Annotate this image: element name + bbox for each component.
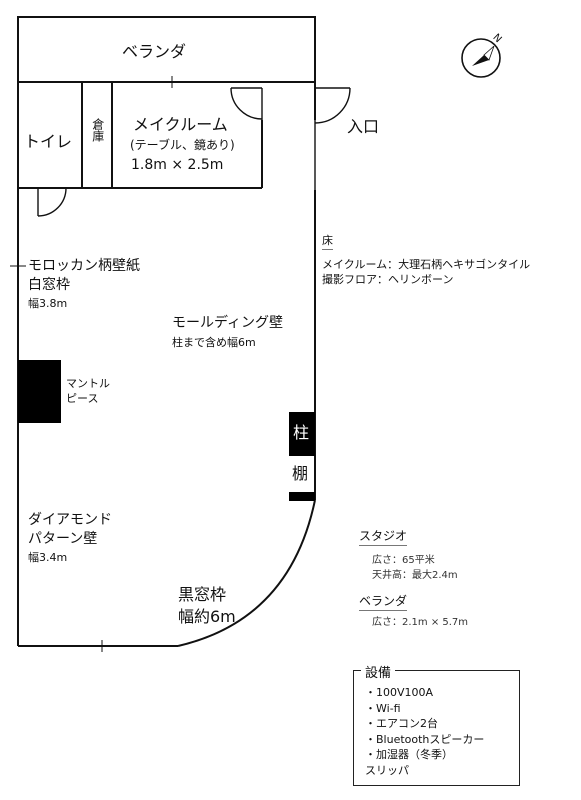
black-window-label: 黒窓枠 bbox=[178, 585, 227, 604]
equipment-heading: 設備 bbox=[361, 662, 396, 681]
equipment-item: ・エアコン2台 bbox=[365, 717, 438, 730]
makeup-room-name: メイクルーム bbox=[133, 115, 228, 134]
equipment-item: ・100V100A bbox=[365, 686, 434, 699]
diamond-wall-label-2: パターン壁 bbox=[28, 531, 98, 547]
veranda-info-area: 広さ：2.1m × 5.7m bbox=[372, 617, 469, 628]
equipment-item: ・加湿器（冬季） bbox=[365, 748, 453, 761]
makeup-room-note: (テーブル、鏡あり) bbox=[130, 138, 235, 152]
equipment-item: ・Wi-fi bbox=[365, 701, 401, 715]
studio-ceiling: 天井高：最大2.4m bbox=[372, 570, 458, 581]
moroccan-wall-label: モロッカン柄壁紙 bbox=[28, 258, 140, 274]
compass-icon bbox=[461, 38, 501, 78]
makeup-door-swing bbox=[230, 87, 263, 120]
equipment-list: ・100V100A ・Wi-fi ・エアコン2台 ・Bluetoothスピーカー… bbox=[365, 685, 484, 778]
black-window-curve bbox=[177, 499, 316, 647]
entrance-door-swing bbox=[314, 87, 351, 124]
diamond-wall-width: 幅3.4m bbox=[28, 551, 68, 564]
toilet-door-swing bbox=[37, 187, 67, 217]
molding-wall-note: 柱まで含め幅6m bbox=[172, 336, 256, 349]
toilet-label: トイレ bbox=[24, 132, 73, 151]
veranda-info-heading: ベランダ bbox=[359, 594, 408, 611]
storage-label: 倉庫 bbox=[90, 118, 105, 142]
makeup-room-size: 1.8m × 2.5m bbox=[131, 157, 224, 173]
black-window-width: 幅約6m bbox=[178, 607, 236, 626]
equipment-item: スリッパ bbox=[365, 763, 409, 777]
pillar bbox=[289, 412, 315, 456]
studio-area: 広さ：65平米 bbox=[372, 555, 435, 566]
studio-heading: スタジオ bbox=[359, 529, 408, 546]
veranda-label: ベランダ bbox=[122, 42, 187, 61]
floor-heading: 床 bbox=[322, 234, 333, 250]
pillar-label: 柱 bbox=[293, 423, 310, 442]
molding-wall-label: モールディング壁 bbox=[172, 315, 284, 331]
mantel-label-line2: ピース bbox=[66, 392, 99, 405]
veranda-outline bbox=[17, 16, 316, 83]
moroccan-window-label: 白窓枠 bbox=[28, 277, 70, 293]
entrance-label: 入口 bbox=[347, 117, 380, 136]
mantel-label-line1: マントル bbox=[66, 377, 110, 390]
floor-shoot-area: 撮影フロア：ヘリンボーン bbox=[322, 273, 454, 286]
shelf-label: 棚 bbox=[292, 464, 309, 483]
equipment-box bbox=[353, 670, 520, 786]
shelf bbox=[289, 492, 315, 501]
mantel-piece bbox=[18, 360, 61, 423]
floor-makeup-room: メイクルーム：大理石柄ヘキサゴンタイル bbox=[322, 258, 531, 271]
moroccan-wall-width: 幅3.8m bbox=[28, 297, 68, 310]
equipment-item: ・Bluetoothスピーカー bbox=[365, 732, 485, 746]
diamond-wall-label: ダイアモンド bbox=[28, 512, 112, 528]
